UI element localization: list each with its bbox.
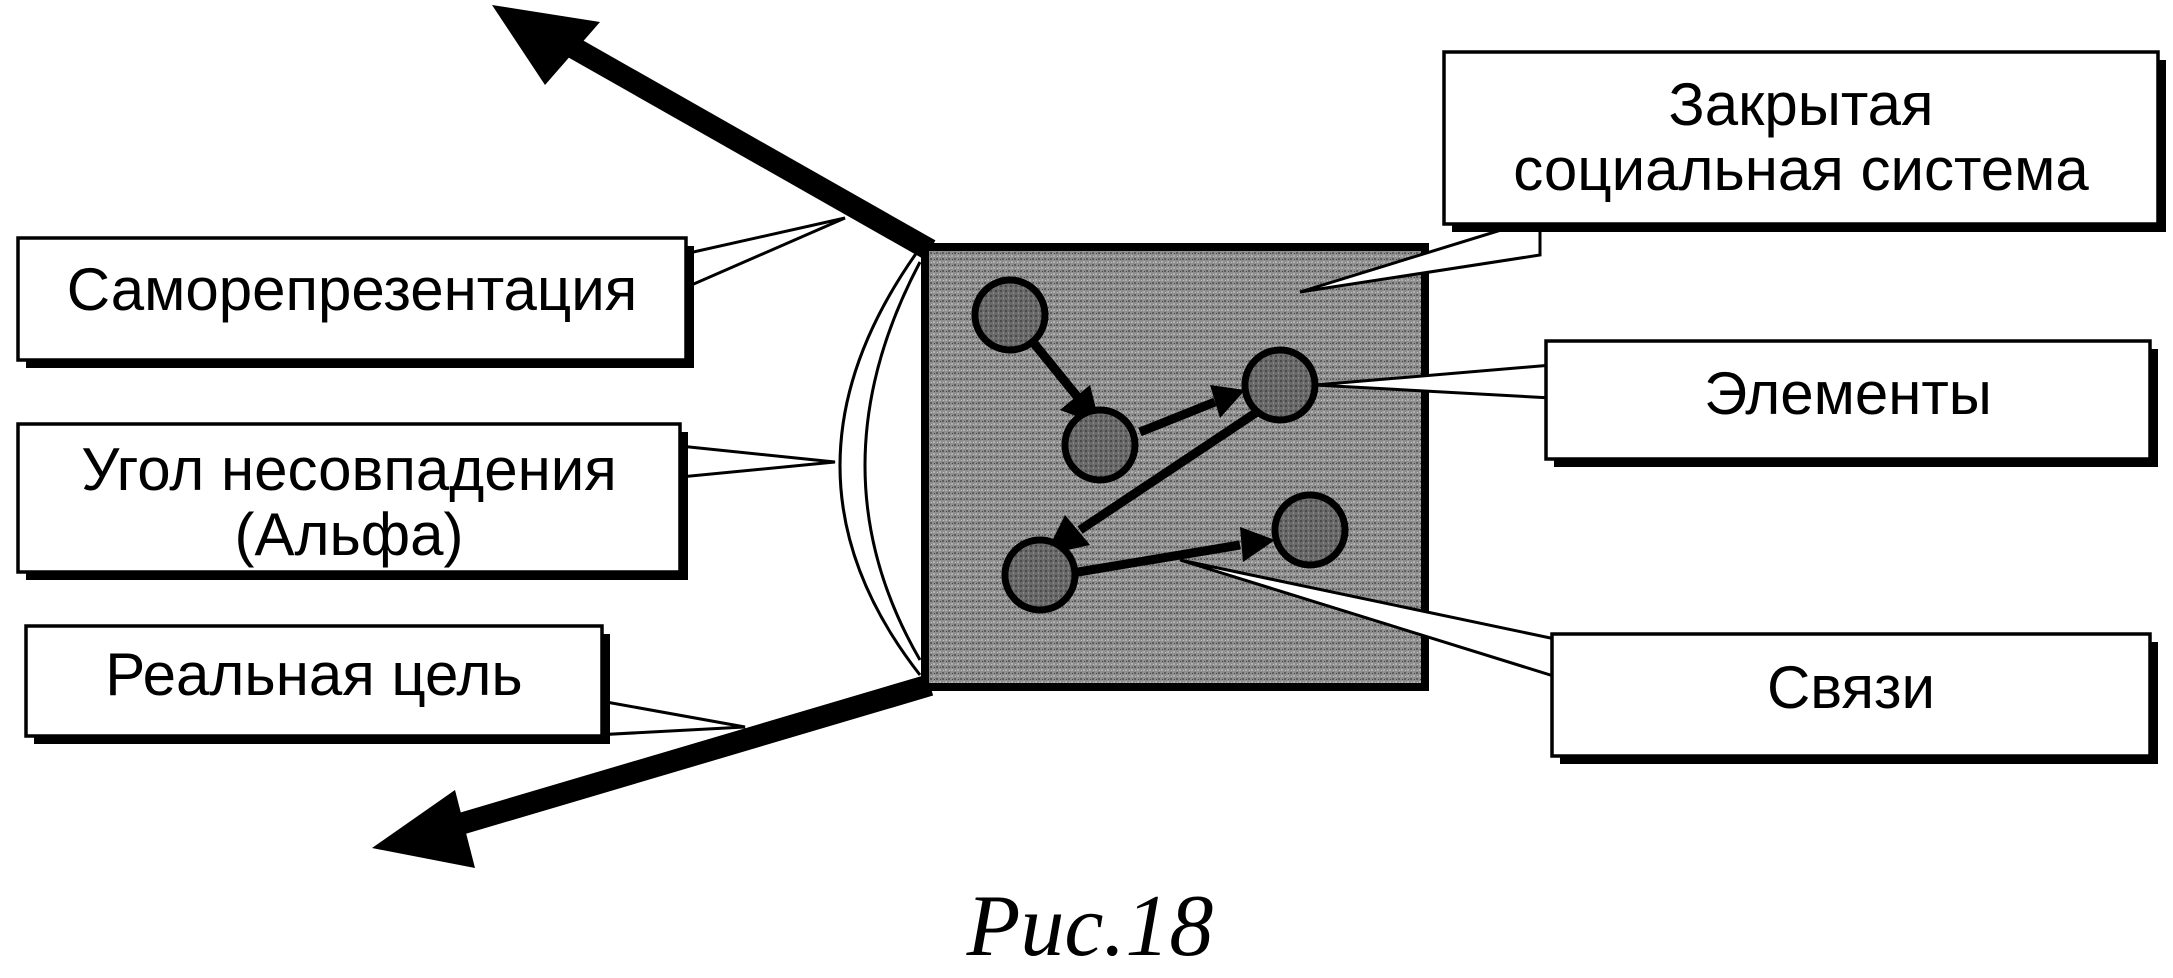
link-d-e-arrowhead bbox=[1240, 527, 1275, 562]
callout-closed-system: Закрытая социальная система bbox=[1299, 50, 2166, 294]
callout-angle: Угол несовпадения (Альфа) bbox=[16, 422, 836, 580]
callout-elements: Элементы bbox=[1314, 339, 2158, 467]
element-node bbox=[1001, 536, 1079, 614]
real-goal-arrow-shaft bbox=[436, 674, 934, 841]
label-real-goal: Реальная цель bbox=[105, 641, 522, 708]
label-links: Связи bbox=[1767, 654, 1935, 721]
link-c-d bbox=[1077, 396, 1278, 534]
element-node bbox=[971, 276, 1049, 354]
callout-pointer bbox=[668, 443, 836, 480]
angle-arc-inner bbox=[863, 261, 922, 661]
label-angle-line2: (Альфа) bbox=[235, 501, 464, 568]
element-node bbox=[1061, 406, 1139, 484]
real-goal-arrowhead bbox=[372, 790, 475, 868]
internal-links bbox=[1011, 317, 1278, 580]
callout-pointer bbox=[593, 698, 746, 737]
link-d-e bbox=[1059, 540, 1241, 580]
element-node bbox=[1241, 346, 1319, 424]
callout-pointer bbox=[678, 216, 846, 293]
callout-self-presentation: Саморепрезентация bbox=[16, 216, 846, 368]
label-self-presentation: Саморепрезентация bbox=[67, 256, 638, 323]
callout-pointer bbox=[1299, 215, 1542, 294]
label-closed-system-line2: социальная система bbox=[1513, 136, 2089, 203]
callout-real-goal: Реальная цель bbox=[24, 624, 746, 744]
element-node bbox=[1271, 491, 1349, 569]
element-nodes bbox=[971, 276, 1349, 614]
link-b-c-arrowhead bbox=[1210, 385, 1245, 418]
label-closed-system-line1: Закрытая bbox=[1668, 71, 1933, 138]
callout-links: Связи bbox=[1179, 558, 2158, 764]
self-presentation-arrow-shaft bbox=[554, 30, 936, 260]
label-angle-line1: Угол несовпадения bbox=[81, 436, 617, 503]
link-b-c bbox=[1138, 397, 1217, 437]
angle-arc-outer bbox=[838, 247, 922, 676]
figure-caption: Рис.18 bbox=[966, 878, 1214, 975]
self-presentation-arrowhead bbox=[492, 5, 600, 85]
label-elements: Элементы bbox=[1704, 360, 1992, 427]
